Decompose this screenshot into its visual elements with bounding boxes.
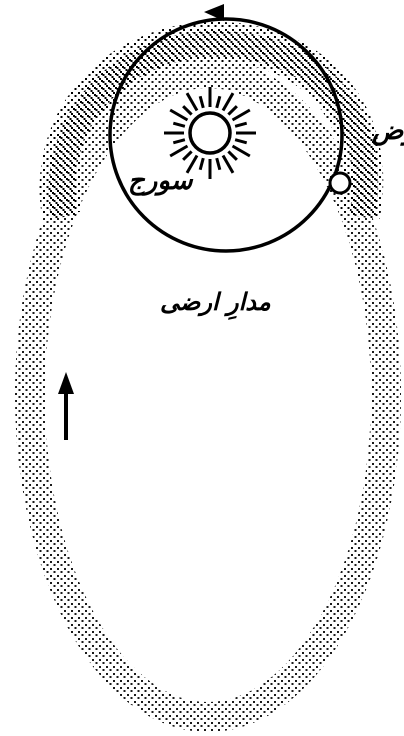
sun-ray	[223, 93, 233, 110]
dotted-trajectory	[30, 73, 386, 717]
sun-ray	[200, 158, 203, 170]
sun-ray	[233, 146, 250, 156]
up-arrow-icon	[58, 372, 74, 440]
orbit-label: مدارِ ارضی	[160, 290, 271, 314]
sun-ray	[200, 96, 203, 108]
sun-ray	[173, 140, 185, 143]
sun-ray	[217, 158, 220, 170]
earth-icon	[330, 173, 350, 193]
sun-ray	[170, 146, 187, 156]
sun-ray	[183, 151, 191, 159]
sun-ray	[233, 110, 250, 120]
sun-ray	[235, 140, 247, 143]
sun-ray	[228, 151, 236, 159]
earth-label: ارض	[372, 118, 404, 144]
sun-ray	[183, 106, 191, 114]
sun-ray	[228, 106, 236, 114]
sun-ray	[235, 123, 247, 126]
sun-ray	[187, 93, 197, 110]
sun-ray	[173, 123, 185, 126]
sun-ray	[170, 110, 187, 120]
sun-ray	[217, 96, 220, 108]
sun-label: سورج	[128, 168, 193, 194]
sun-ray	[223, 156, 233, 173]
